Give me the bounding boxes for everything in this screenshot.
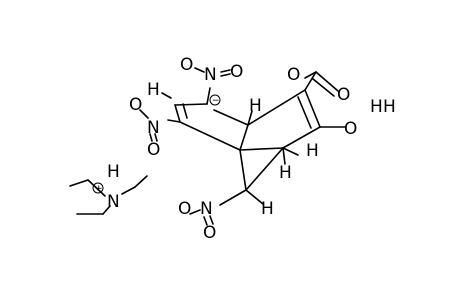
ammonium-charge: +: [95, 184, 103, 194]
atom-h-ammonium: H: [107, 162, 120, 182]
bond-c3-c4: [247, 89, 306, 126]
bond-c2-no2: [206, 87, 211, 105]
atom-h-ch2-right: H: [306, 141, 319, 161]
bond-c-o-carbonyl-double: [312, 78, 335, 97]
atom-h-ch2-down: H: [279, 163, 292, 183]
bond-c3-c7: [239, 124, 249, 151]
bond-no-bottom-b: [203, 216, 208, 226]
atom-o-nitro-left-b: O: [147, 140, 160, 160]
atom-n-nitro-top: N: [204, 65, 217, 85]
atom-n-nitro-bottom: N: [200, 199, 213, 219]
atom-o-nitro-bottom-a: O: [178, 199, 191, 219]
atom-h-extra: H: [383, 97, 396, 117]
bond-no-left-b: [149, 133, 153, 142]
triethylammonium-bonds: [69, 175, 148, 215]
bond-no-top-a: [194, 67, 205, 73]
bond-c4-c5: [304, 89, 321, 128]
atom-h-bridgehead-top: H: [249, 96, 262, 116]
bond-c3-h: [247, 110, 253, 126]
bond-c6-h-right: [282, 147, 299, 156]
bond-n-ch2-c: [102, 205, 111, 215]
bond-no-left-a: [139, 109, 149, 119]
bond-no-bottom-b-double: [209, 215, 214, 225]
atom-n-ammonium: N: [107, 192, 120, 212]
ammonium-charge-ring: [92, 182, 104, 194]
atom-o-nitro-top-a: O: [180, 55, 193, 75]
bond-c7-c8: [179, 121, 241, 151]
bond-ester-c: [304, 71, 317, 91]
atom-h-top-left: H: [147, 80, 160, 100]
bond-no-top-b: [220, 69, 231, 73]
atom-h-hydroxy: H: [370, 97, 383, 117]
bond-n-ch2-a: [87, 179, 106, 197]
bond-c8-c1: [174, 104, 181, 123]
bond-c1-c2: [174, 103, 208, 106]
formal-charges: − +: [92, 94, 221, 194]
bond-c9-h: [245, 189, 264, 205]
atom-o-hydroxy: O: [344, 119, 357, 139]
bond-c7-c9: [239, 149, 247, 191]
bond-c-o-methoxy: [304, 71, 317, 79]
atom-o-nitro-top-b: O: [230, 62, 243, 82]
atom-o-nitro-bottom-b: O: [203, 223, 216, 243]
bond-c4-c5-double: [297, 96, 312, 129]
atom-n-nitro-left: N: [147, 118, 160, 138]
atom-o-carbonyl: O: [337, 85, 350, 105]
bond-c6-c7: [239, 147, 284, 151]
bond-no-left-b-double: [154, 133, 158, 142]
nitro-bonds: [139, 67, 231, 226]
bond-c9-no2: [219, 189, 247, 206]
bond-c8-no2: [167, 119, 181, 123]
atom-labels: O O O H H H N O O H O N O H H H O N O H …: [107, 55, 396, 243]
carbanion-charge-ring: [209, 94, 221, 106]
bond-c1-h: [161, 92, 172, 99]
substituent-bonds: [161, 71, 346, 206]
bond-c9-c6: [245, 147, 284, 191]
atom-o-methoxy: O: [287, 65, 300, 85]
bond-no-top-b-double: [220, 73, 231, 77]
bond-ch2-ch3-a: [69, 179, 89, 187]
bond-c-o-carbonyl: [315, 71, 339, 92]
atom-o-nitro-left-a: O: [129, 95, 142, 115]
atom-h-bridge: H: [261, 199, 274, 219]
bond-c6-h-down: [282, 147, 286, 165]
bond-ch2-ch3-b: [134, 175, 148, 188]
bond-no-bottom-a: [189, 209, 201, 215]
bond-c5-c6: [282, 126, 321, 149]
bond-c2-c3: [213, 109, 249, 126]
bond-c8-c1-double: [182, 103, 188, 119]
carbanion-charge: −: [212, 96, 220, 106]
core-bonds: [174, 89, 321, 191]
bond-n-ch2-b: [121, 186, 136, 195]
